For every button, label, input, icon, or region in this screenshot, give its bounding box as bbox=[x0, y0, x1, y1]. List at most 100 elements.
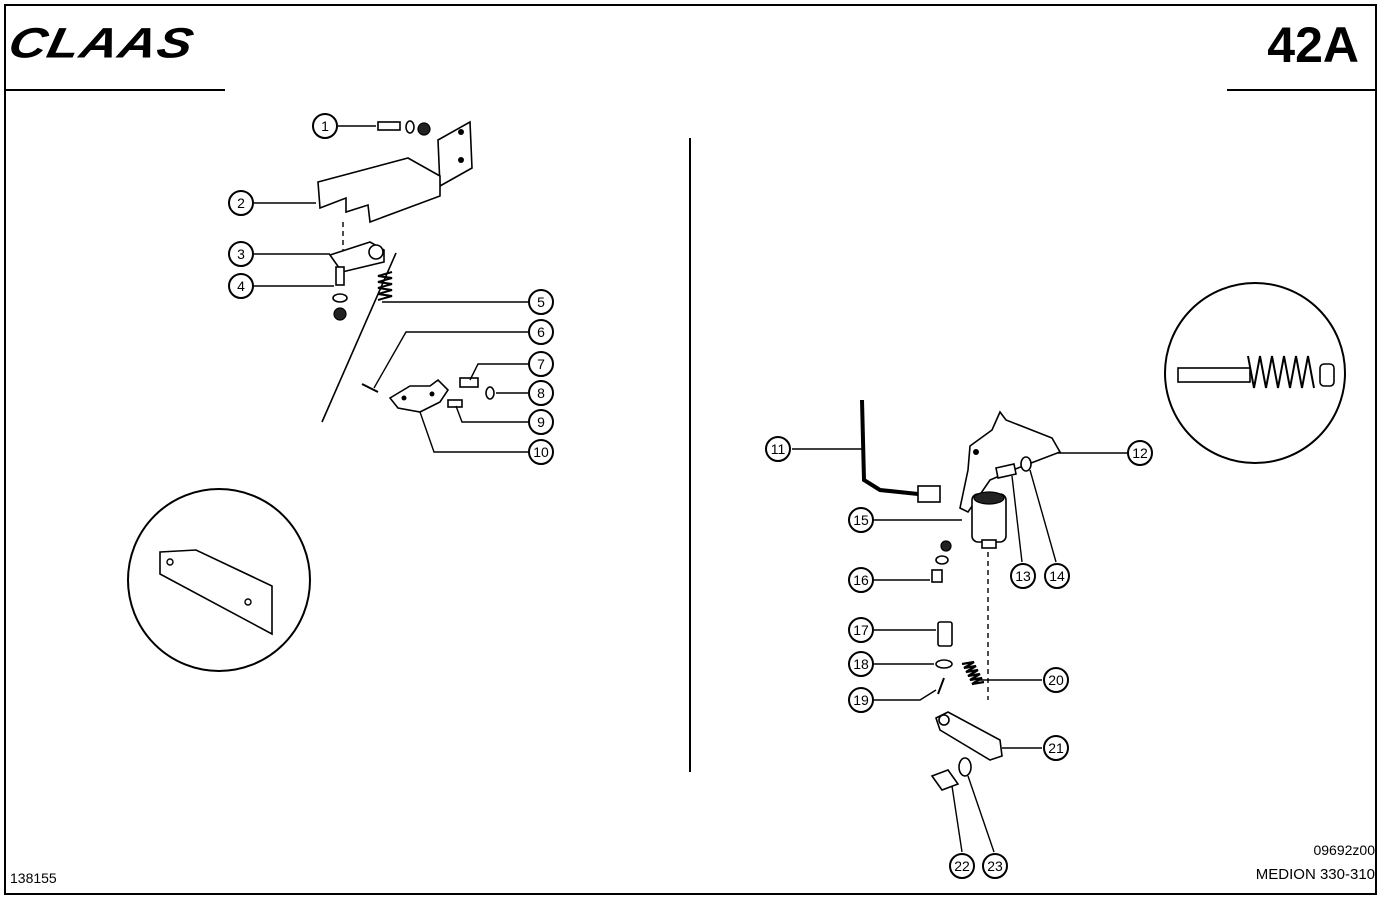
cotter-pin-6 bbox=[361, 383, 379, 393]
nut-1 bbox=[417, 122, 431, 136]
cotter-19 bbox=[937, 677, 945, 695]
screw-16 bbox=[931, 569, 943, 583]
right-assembly bbox=[860, 399, 1062, 791]
washer-4 bbox=[332, 293, 348, 303]
washer-14 bbox=[1020, 456, 1032, 472]
svg-text:15: 15 bbox=[853, 512, 869, 528]
nut-4 bbox=[333, 307, 347, 321]
callout-22: 22 bbox=[949, 853, 975, 879]
svg-text:16: 16 bbox=[853, 572, 869, 588]
svg-text:23: 23 bbox=[987, 858, 1003, 874]
bracket-body bbox=[317, 157, 441, 224]
right-detail-view bbox=[1164, 282, 1346, 464]
bracket-hole-2 bbox=[458, 157, 464, 163]
callout-20: 20 bbox=[1043, 667, 1069, 693]
svg-text:1: 1 bbox=[321, 118, 329, 134]
harness-plug bbox=[917, 485, 941, 503]
bracket-12 bbox=[959, 410, 1062, 514]
svg-text:11: 11 bbox=[771, 441, 786, 457]
left-assembly bbox=[317, 120, 495, 423]
harness-11 bbox=[860, 399, 919, 496]
svg-text:2: 2 bbox=[237, 195, 245, 211]
spring-coil-5 bbox=[377, 271, 393, 301]
nut-15 bbox=[940, 540, 952, 552]
switch-base bbox=[981, 539, 997, 549]
document-number: 138155 bbox=[10, 870, 57, 886]
upright-plate bbox=[437, 120, 473, 188]
page-number-underline bbox=[1227, 89, 1375, 91]
svg-text:6: 6 bbox=[537, 324, 545, 340]
screw-4 bbox=[335, 266, 345, 286]
page-number: 42A bbox=[1267, 17, 1359, 73]
plate-hole-b bbox=[429, 391, 435, 397]
washer-8 bbox=[485, 386, 495, 400]
svg-text:17: 17 bbox=[853, 622, 869, 638]
bracket-hole bbox=[458, 129, 464, 135]
callout-2: 2 bbox=[228, 190, 254, 216]
detail-shaft bbox=[1177, 367, 1251, 383]
callout-labels: 1 2 3 4 5 6 7 8 9 10 11 12 13 14 15 16 1… bbox=[228, 113, 1153, 879]
left-detail-view bbox=[127, 488, 311, 672]
svg-text:5: 5 bbox=[537, 294, 545, 310]
callout-15: 15 bbox=[848, 507, 874, 533]
page-frame bbox=[4, 4, 1377, 895]
drawing-id: 09692z00 bbox=[1313, 842, 1375, 858]
bolt-7 bbox=[459, 377, 479, 388]
svg-text:21: 21 bbox=[1048, 740, 1064, 756]
callout-1: 1 bbox=[312, 113, 338, 139]
cable-5 bbox=[321, 252, 397, 423]
clamp-bore bbox=[368, 244, 384, 260]
callout-17: 17 bbox=[848, 617, 874, 643]
pin-9 bbox=[447, 399, 463, 408]
callout-4: 4 bbox=[228, 273, 254, 299]
callout-21: 21 bbox=[1043, 735, 1069, 761]
washer-1 bbox=[405, 120, 415, 134]
logo-underline bbox=[6, 89, 225, 91]
callout-13: 13 bbox=[1010, 563, 1036, 589]
spring-20 bbox=[961, 660, 985, 686]
callout-18: 18 bbox=[848, 651, 874, 677]
callout-11: 11 bbox=[765, 436, 791, 462]
callout-8: 8 bbox=[528, 380, 554, 406]
bolt-22 bbox=[930, 769, 960, 791]
plate-10 bbox=[388, 378, 450, 413]
detail-cap bbox=[1319, 363, 1335, 387]
callout-19: 19 bbox=[848, 687, 874, 713]
svg-text:14: 14 bbox=[1049, 568, 1065, 584]
washer-18 bbox=[935, 659, 953, 669]
screw-13 bbox=[995, 463, 1017, 479]
callout-9: 9 bbox=[528, 409, 554, 435]
callout-7: 7 bbox=[528, 351, 554, 377]
callout-12: 12 bbox=[1127, 440, 1153, 466]
leader-lines bbox=[254, 125, 1128, 853]
svg-text:4: 4 bbox=[237, 278, 245, 294]
callout-5: 5 bbox=[528, 289, 554, 315]
callout-23: 23 bbox=[982, 853, 1008, 879]
detail-plate bbox=[159, 549, 273, 636]
callout-14: 14 bbox=[1044, 563, 1070, 589]
pin-17 bbox=[937, 621, 953, 647]
lever-21 bbox=[935, 711, 1003, 761]
svg-text:7: 7 bbox=[537, 356, 545, 372]
washer-23 bbox=[958, 757, 972, 777]
callout-3: 3 bbox=[228, 241, 254, 267]
switch-top bbox=[973, 491, 1005, 505]
model-name: MEDION 330-310 bbox=[1255, 866, 1375, 883]
svg-text:22: 22 bbox=[954, 858, 970, 874]
callout-10: 10 bbox=[528, 439, 554, 465]
svg-text:10: 10 bbox=[533, 444, 549, 460]
bolt-1 bbox=[377, 121, 401, 131]
detail-spring bbox=[1247, 355, 1315, 389]
svg-text:3: 3 bbox=[237, 246, 245, 262]
washer-15 bbox=[935, 555, 949, 565]
svg-text:12: 12 bbox=[1132, 445, 1148, 461]
svg-text:9: 9 bbox=[537, 414, 545, 430]
svg-text:18: 18 bbox=[853, 656, 869, 672]
plate-hole-a bbox=[401, 395, 407, 401]
svg-text:8: 8 bbox=[537, 385, 545, 401]
svg-text:19: 19 bbox=[853, 692, 869, 708]
callout-16: 16 bbox=[848, 567, 874, 593]
callout-6: 6 bbox=[528, 319, 554, 345]
svg-text:20: 20 bbox=[1048, 672, 1064, 688]
